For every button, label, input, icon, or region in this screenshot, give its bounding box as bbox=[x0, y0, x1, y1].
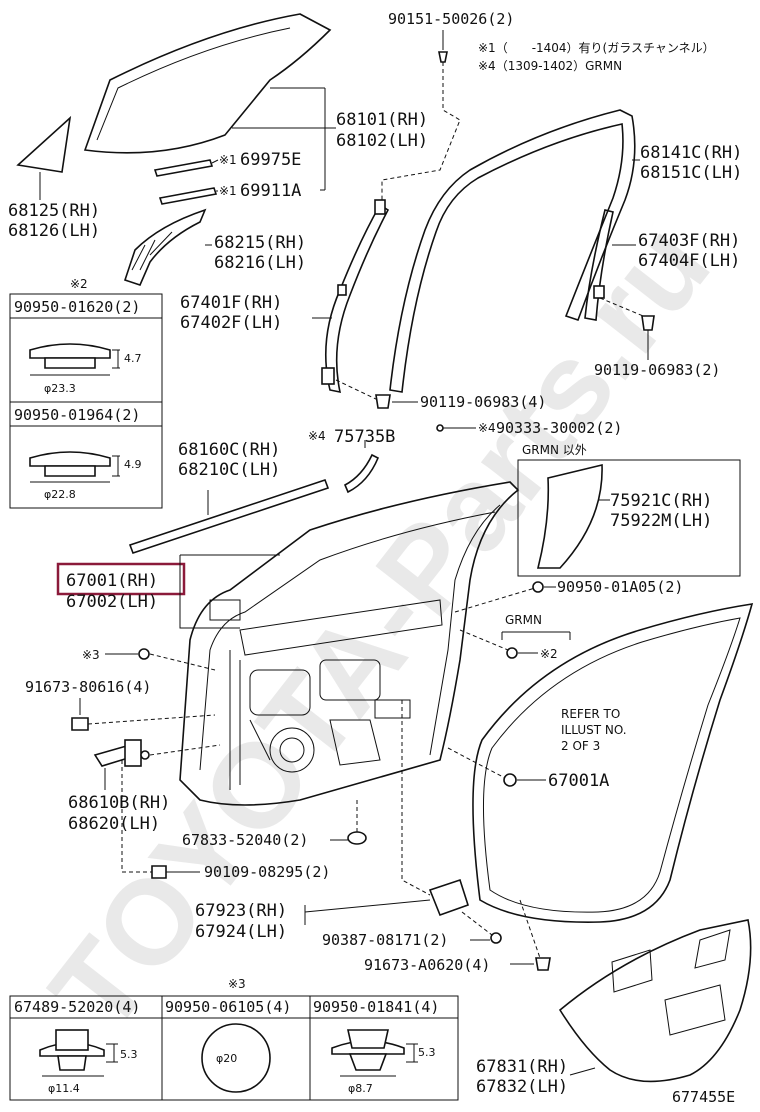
label-68101: 68101(RH) bbox=[336, 110, 428, 130]
label-69975: 69975E bbox=[240, 150, 301, 170]
note-4: ※4（1309-1402）GRMN bbox=[478, 59, 622, 73]
box1-dim-d: φ23.3 bbox=[44, 382, 76, 395]
refer-line-3: 2 OF 3 bbox=[561, 739, 600, 753]
front-door-panel bbox=[179, 481, 520, 806]
mark3-bottom: ※3 bbox=[228, 977, 246, 991]
label-90119a: 90119-06983(2) bbox=[594, 361, 720, 379]
label-67833: 67833-52040(2) bbox=[182, 831, 308, 849]
box2-title: 90950-01964(2) bbox=[14, 406, 140, 424]
label-90119b: 90119-06983(4) bbox=[420, 393, 546, 411]
label-68160: 68160C(RH) bbox=[178, 440, 280, 460]
door-glass bbox=[83, 13, 332, 154]
label-68126: 68126(LH) bbox=[8, 221, 100, 241]
label-90387: 90387-08171(2) bbox=[322, 931, 448, 949]
label-75921: 75921C(RH) bbox=[610, 491, 712, 511]
label-90151: 90151-50026(2) bbox=[388, 10, 514, 28]
label-91673a: 91673-80616(4) bbox=[25, 678, 151, 696]
box1-dim-h: 4.7 bbox=[124, 352, 142, 365]
label-67923: 67923(RH) bbox=[195, 901, 287, 921]
label-67831: 67831(RH) bbox=[476, 1057, 568, 1077]
door-hinge bbox=[93, 739, 150, 767]
mark4-a: ※4 bbox=[308, 429, 326, 443]
label-68215: 68215(RH) bbox=[214, 233, 306, 253]
label-90109: 90109-08295(2) bbox=[204, 863, 330, 881]
box2-dim-d: φ22.8 bbox=[44, 488, 76, 501]
label-75922: 75922M(LH) bbox=[610, 511, 712, 531]
box5-dim-d: φ8.7 bbox=[348, 1082, 373, 1095]
box3-dim-h: 5.3 bbox=[120, 1048, 138, 1061]
mark3-left: ※3 bbox=[82, 648, 100, 662]
label-67402: 67402F(LH) bbox=[180, 313, 282, 333]
rear-channel-67403 bbox=[584, 209, 614, 321]
label-67001: 67001(RH) bbox=[66, 571, 158, 591]
label-67404: 67404F(LH) bbox=[638, 251, 740, 271]
box4-title: 90950-06105(4) bbox=[165, 998, 291, 1016]
box5-title: 90950-01841(4) bbox=[313, 998, 439, 1016]
box5-dim-h: 5.3 bbox=[418, 1046, 436, 1059]
box4-dim-d: φ20 bbox=[216, 1052, 237, 1065]
label-68620: 68620(LH) bbox=[68, 814, 160, 834]
mark1-a: ※1 bbox=[219, 153, 237, 167]
label-68141: 68141C(RH) bbox=[640, 143, 742, 163]
label-67401: 67401F(RH) bbox=[180, 293, 282, 313]
note-1: ※1（ -1404）有り(ガラスチャンネル） bbox=[478, 41, 715, 55]
refer-line-2: ILLUST NO. bbox=[561, 723, 627, 737]
label-69911: 69911A bbox=[240, 181, 301, 201]
note-grmn: GRMN bbox=[505, 613, 542, 627]
label-90950-01a05: 90950-01A05(2) bbox=[557, 578, 683, 596]
upper-molding-68141 bbox=[389, 109, 636, 393]
label-67001a: 67001A bbox=[548, 771, 609, 791]
note-grmn-igai: GRMN 以外 bbox=[522, 443, 587, 457]
label-67002: 67002(LH) bbox=[66, 592, 158, 612]
highlight-box-67001 bbox=[56, 562, 186, 596]
door-trim-board bbox=[558, 919, 752, 1083]
label-67924: 67924(LH) bbox=[195, 922, 287, 942]
label-68610: 68610B(RH) bbox=[68, 793, 170, 813]
refer-line-1: REFER TO bbox=[561, 707, 620, 721]
label-68216: 68216(LH) bbox=[214, 253, 306, 273]
mark1-b: ※1 bbox=[219, 184, 237, 198]
label-68151: 68151C(LH) bbox=[640, 163, 742, 183]
watermark: TOYOTA-Parts.ru bbox=[25, 199, 735, 1056]
label-75735: 75735B bbox=[334, 427, 395, 447]
illustration-id: 677455E bbox=[672, 1088, 735, 1106]
box1-title: 90950-01620(2) bbox=[14, 298, 140, 316]
quarter-glass bbox=[16, 115, 72, 173]
box3-dim-d: φ11.4 bbox=[48, 1082, 80, 1095]
label-68210: 68210C(LH) bbox=[178, 460, 280, 480]
label-68125: 68125(RH) bbox=[8, 201, 100, 221]
mark4-b: ※4 bbox=[478, 421, 496, 435]
label-90333: 90333-30002(2) bbox=[496, 419, 622, 437]
box3-title: 67489-52020(4) bbox=[14, 998, 140, 1016]
front-channel-67401 bbox=[321, 199, 390, 394]
mark2-top: ※2 bbox=[70, 277, 88, 291]
mark2-right: ※2 bbox=[540, 647, 558, 661]
label-91673b: 91673-A0620(4) bbox=[364, 956, 490, 974]
box2-dim-h: 4.9 bbox=[124, 458, 142, 471]
label-67403: 67403F(RH) bbox=[638, 231, 740, 251]
label-68102: 68102(LH) bbox=[336, 131, 428, 151]
door-weatherstrip bbox=[472, 603, 754, 923]
label-67832: 67832(LH) bbox=[476, 1077, 568, 1097]
